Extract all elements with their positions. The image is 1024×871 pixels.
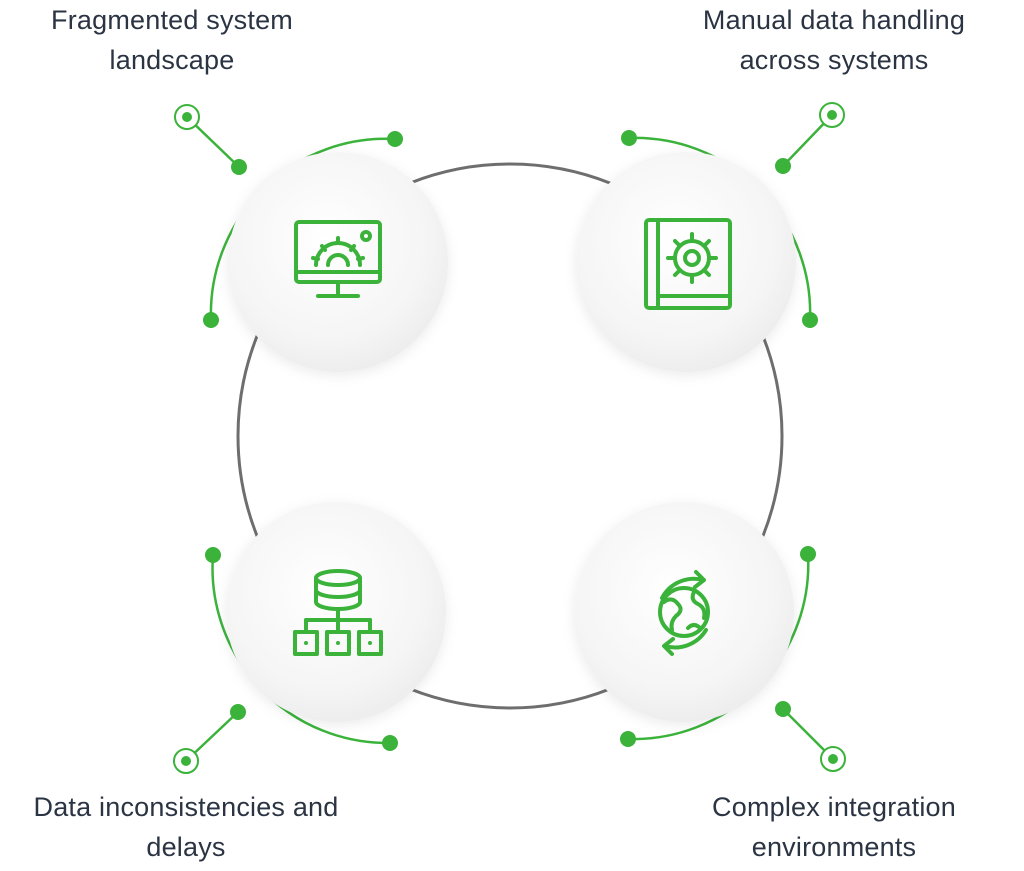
node-tr-dot: [802, 312, 818, 328]
node-bl: [173, 502, 446, 774]
node-bl-label-line: Data inconsistencies and: [33, 792, 339, 822]
node-tr: [576, 102, 845, 372]
node-bl-dot: [382, 735, 398, 751]
node-br-target-dot: [828, 754, 838, 764]
node-tr-label-line: Manual data handling: [702, 5, 966, 35]
node-bl-dot: [230, 704, 246, 720]
node-bl-dot: [205, 547, 221, 563]
node-tr-dot: [621, 130, 637, 146]
node-tl-dot: [231, 159, 247, 175]
node-br-circle: [574, 502, 794, 722]
node-tl-dot: [203, 312, 219, 328]
node-tl-circle: [228, 152, 448, 372]
node-tr-target-dot: [827, 110, 837, 120]
node-br-label-line: environments: [751, 832, 917, 862]
node-tl-label-line: Fragmented system: [51, 5, 293, 35]
book-gear-icon: [644, 218, 732, 310]
node-br: [574, 502, 846, 772]
node-tr-dot: [775, 158, 791, 174]
database-hierarchy-icon: [293, 569, 383, 656]
node-tl-target-dot: [182, 112, 192, 122]
node-bl-target-dot: [181, 756, 191, 766]
node-tr-label: Manual data handling across systems: [654, 0, 1014, 80]
globe-sync-icon: [658, 570, 710, 656]
node-tl-dot: [387, 131, 403, 147]
monitor-gear-icon: [294, 220, 382, 298]
node-bl-label: Data inconsistencies and delays: [6, 787, 366, 867]
node-br-dot: [620, 731, 636, 747]
node-bl-label-line: delays: [146, 832, 226, 862]
node-tl-label-line: landscape: [109, 45, 235, 75]
node-br-dot: [775, 701, 791, 717]
node-br-label: Complex integration environments: [654, 787, 1014, 867]
node-br-label-line: Complex integration: [712, 792, 956, 822]
node-tl: [174, 104, 448, 372]
central-ring: [236, 162, 784, 710]
node-br-dot: [800, 546, 816, 562]
node-tr-label-line: across systems: [739, 45, 929, 75]
node-tl-label: Fragmented system landscape: [0, 0, 352, 80]
